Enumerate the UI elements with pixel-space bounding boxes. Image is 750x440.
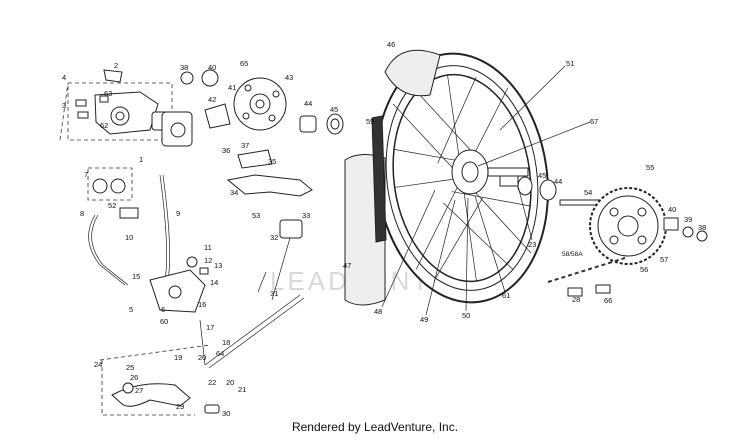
callout-44b: 44: [554, 177, 562, 186]
callout-47: 47: [343, 261, 351, 270]
callout-34: 34: [230, 188, 238, 197]
callout-37: 37: [241, 141, 249, 150]
footer-credit: Rendered by LeadVenture, Inc.: [291, 420, 459, 434]
leader-lines: [257, 65, 591, 316]
callout-25: 25: [126, 363, 134, 372]
seal-kit-box: [87, 167, 133, 201]
callout-67: 67: [590, 117, 598, 126]
callout-62: 62: [100, 121, 108, 130]
brake-hose: [88, 174, 171, 286]
callout-10: 10: [125, 233, 133, 242]
axle-nuts: [663, 217, 708, 242]
rear-wheel: [375, 52, 549, 304]
callout-29: 29: [176, 402, 184, 411]
left-spacers: [299, 113, 344, 135]
callout-21: 21: [238, 385, 246, 394]
callout-28: 28: [572, 295, 580, 304]
callout-8: 8: [80, 209, 84, 218]
callout-52: 52: [108, 201, 116, 210]
callout-15: 15: [132, 272, 140, 281]
callout-60: 60: [160, 317, 168, 326]
callout-44: 44: [304, 99, 312, 108]
callout-17: 17: [206, 323, 214, 332]
callout-30: 30: [222, 409, 230, 418]
callout-61: 61: [502, 291, 510, 300]
callout-6: 6: [161, 305, 165, 314]
callout-59: 59: [366, 117, 374, 126]
callout-43: 43: [285, 73, 293, 82]
brake-pedal: [99, 344, 220, 416]
callout-57: 57: [660, 255, 668, 264]
chain-guard: [226, 149, 313, 197]
callout-32: 32: [270, 233, 278, 242]
callout-20: 20: [198, 353, 206, 362]
callout-45: 45: [330, 105, 338, 114]
callout-11: 11: [204, 243, 212, 252]
callout-66: 66: [604, 296, 612, 305]
callout-39: 39: [684, 215, 692, 224]
callout-42: 42: [208, 95, 216, 104]
callout-9: 9: [176, 209, 180, 218]
callout-50: 50: [462, 311, 470, 320]
caliper-assembly: [59, 69, 173, 141]
callout-46: 46: [387, 40, 395, 49]
callout-27: 27: [135, 386, 143, 395]
callout-1: 1: [139, 155, 143, 164]
callout-5: 5: [129, 305, 133, 314]
callout-45b: 45: [538, 171, 546, 180]
callout-7: 7: [84, 170, 88, 179]
callout-13: 13: [214, 261, 222, 270]
callout-12: 12: [204, 256, 212, 265]
callout-36: 36: [222, 146, 230, 155]
callout-33: 33: [302, 211, 310, 220]
brake-pads: [161, 69, 231, 147]
callout-35: 35: [268, 157, 276, 166]
callout-53: 53: [252, 211, 260, 220]
callout-41: 41: [228, 83, 236, 92]
callout-22: 22: [208, 378, 216, 387]
callout-19: 19: [174, 353, 182, 362]
callout-16: 16: [198, 300, 206, 309]
callout-labels: 1 2 3 4 5 6 7 8 9 10 11 12 13 14 15 16 1…: [62, 40, 706, 418]
callout-56: 56: [640, 265, 648, 274]
callout-14: 14: [210, 278, 218, 287]
callout-26: 26: [130, 373, 138, 382]
callout-4: 4: [62, 73, 66, 82]
callout-2: 2: [114, 61, 118, 70]
callout-3: 3: [62, 101, 66, 110]
callout-40: 40: [208, 63, 216, 72]
sprocket: [589, 187, 667, 265]
callout-40b: 40: [668, 205, 676, 214]
callout-48: 48: [374, 307, 382, 316]
callout-54: 54: [584, 188, 592, 197]
callout-20b: 20: [226, 378, 234, 387]
callout-23: 23: [528, 240, 536, 249]
brake-disc: [233, 77, 287, 131]
callout-64: 64: [216, 349, 224, 358]
callout-49: 49: [420, 315, 428, 324]
callout-31: 31: [270, 289, 278, 298]
callout-38: 38: [180, 63, 188, 72]
callout-18: 18: [222, 338, 230, 347]
brake-rod: [199, 219, 305, 369]
callout-24: 24: [94, 360, 102, 369]
callout-51: 51: [566, 59, 574, 68]
callout-38b: 38: [698, 223, 706, 232]
tire-and-tube: [344, 49, 441, 306]
callout-65: 65: [240, 59, 248, 68]
rear-caliper: [149, 256, 209, 313]
callout-55: 55: [646, 163, 654, 172]
drive-chain: [547, 257, 626, 297]
callout-58: 58/58A: [562, 251, 583, 258]
callout-63: 63: [104, 89, 112, 98]
